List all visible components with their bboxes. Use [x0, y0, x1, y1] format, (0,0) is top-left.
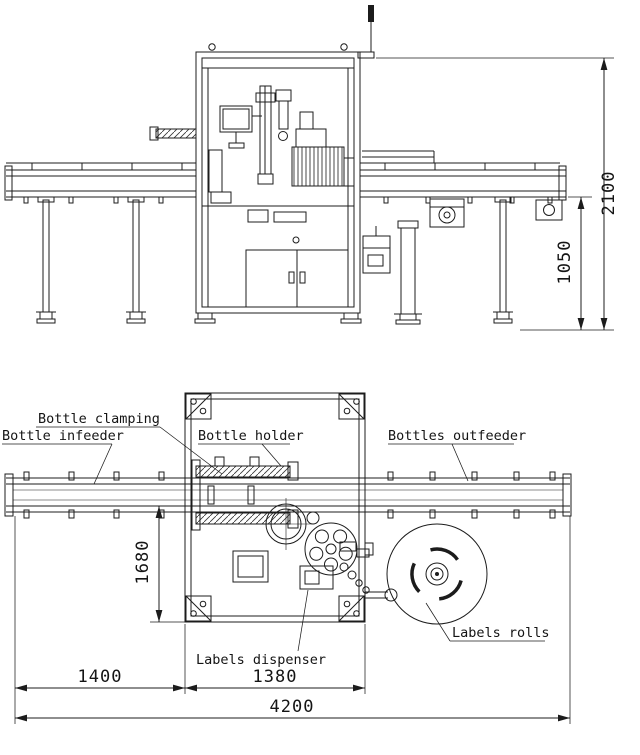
machine-frame-plan — [184, 392, 374, 623]
callout-labels-dispenser: Labels dispenser — [196, 652, 326, 668]
callout-bottle-holder: Bottle holder — [198, 428, 304, 444]
bottle-clamping-assembly — [191, 456, 299, 531]
dim-overall-length: 4200 — [270, 697, 315, 717]
leader-bottle-holder — [261, 443, 282, 467]
leader-bottles-outfeeder — [451, 443, 469, 482]
plan-callouts: Bottle clamping Bottle infeeder Bottle h… — [2, 411, 550, 668]
callout-bottle-infeeder: Bottle infeeder — [2, 428, 124, 444]
dim-overall-height: 2100 — [599, 171, 619, 216]
callout-bottle-clamping: Bottle clamping — [38, 411, 160, 427]
elevation-view: 2100 1050 — [4, 5, 619, 331]
adjustment-rod — [155, 128, 197, 139]
leader-labels-rolls — [425, 602, 451, 642]
elevation-dimensions: 2100 1050 — [376, 57, 619, 331]
hmi-monitor — [219, 105, 253, 133]
machine-internals-elevation — [202, 85, 355, 308]
bottle-holder-turret — [260, 498, 320, 550]
conveyor-elevation-left — [4, 162, 196, 204]
leader-labels-dispenser — [297, 589, 309, 652]
dim-machine-width: 1380 — [253, 667, 298, 687]
dim-infeed-length: 1400 — [78, 667, 123, 687]
conveyor-legs — [36, 196, 513, 324]
leader-bottle-infeeder — [93, 443, 113, 485]
right-assemblies-elevation — [362, 198, 465, 325]
labels-dispenser-assembly — [232, 522, 398, 602]
labeling-head — [291, 146, 345, 187]
leader-bottle-clamping — [159, 426, 223, 475]
plan-dimensions: 1680 1400 1380 4200 — [14, 506, 571, 724]
plan-view: Bottle clamping Bottle infeeder Bottle h… — [2, 392, 572, 724]
labels-roll-disc — [386, 523, 488, 625]
beacon-icon — [368, 5, 374, 22]
callout-bottles-outfeeder: Bottles outfeeder — [388, 428, 526, 444]
conveyor-elevation-right — [360, 150, 567, 221]
callout-labels-rolls: Labels rolls — [452, 625, 550, 641]
dim-machine-depth: 1680 — [133, 540, 153, 585]
dim-conveyor-height: 1050 — [555, 240, 575, 285]
drive-motor — [535, 199, 563, 221]
roll-stand-column — [400, 227, 416, 315]
